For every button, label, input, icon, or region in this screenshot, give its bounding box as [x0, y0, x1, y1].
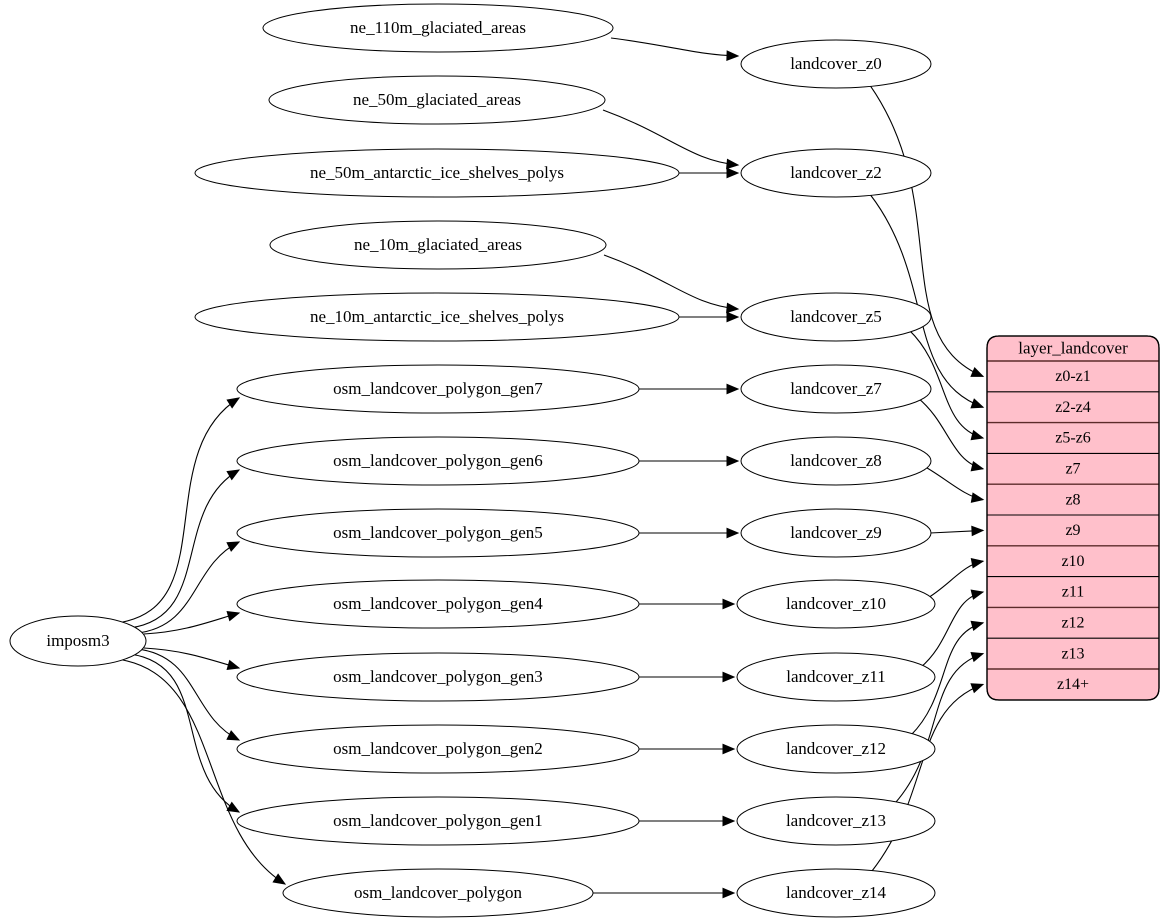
- table-row-label: z9: [1065, 522, 1080, 539]
- edge-ne_110m_glaciated_areas-to-landcover_z0: [610, 37, 739, 57]
- node-label-imposm3: imposm3: [46, 631, 109, 650]
- node-label-osm_landcover_polygon: osm_landcover_polygon: [354, 883, 523, 902]
- node-label-landcover_z9: landcover_z9: [790, 523, 882, 542]
- node-label-landcover_z7: landcover_z7: [790, 379, 882, 398]
- node-osm_landcover_polygon_gen7[interactable]: osm_landcover_polygon_gen7: [236, 364, 640, 414]
- node-osm_landcover_polygon_gen4[interactable]: osm_landcover_polygon_gen4: [236, 579, 640, 629]
- node-ne_50m_glaciated_areas[interactable]: ne_50m_glaciated_areas: [268, 75, 606, 125]
- table-row-z12[interactable]: z12: [987, 607, 1159, 638]
- edge-imposm3-to-osm_landcover_polygon: [117, 658, 286, 885]
- node-ne_110m_glaciated_areas[interactable]: ne_110m_glaciated_areas: [262, 3, 614, 53]
- table-row-label: z7: [1065, 460, 1080, 477]
- node-osm_landcover_polygon[interactable]: osm_landcover_polygon: [282, 868, 594, 918]
- table-row-label: z14+: [1057, 676, 1089, 693]
- table-row-label: z8: [1065, 491, 1080, 508]
- edge-imposm3-to-osm_landcover_polygon_gen7: [117, 397, 240, 624]
- node-label-ne_110m_glaciated_areas: ne_110m_glaciated_areas: [350, 18, 526, 37]
- node-landcover_z2[interactable]: landcover_z2: [740, 148, 932, 198]
- layer-landcover-table: layer_landcover z0-z1 z2-z4 z5-z6 z7 z8 z9 z10 z…: [986, 335, 1160, 701]
- node-landcover_z14[interactable]: landcover_z14: [736, 868, 936, 918]
- edge-ne_10m_glaciated_areas-to-landcover_z5: [603, 254, 739, 310]
- edge-imposm3-to-osm_landcover_polygon_gen1: [129, 653, 240, 813]
- table-row-z10[interactable]: z10: [987, 546, 1159, 577]
- node-label-landcover_z12: landcover_z12: [786, 739, 886, 758]
- node-landcover_z8[interactable]: landcover_z8: [740, 436, 932, 486]
- node-label-osm_landcover_polygon_gen6: osm_landcover_polygon_gen6: [333, 451, 543, 470]
- node-label-landcover_z5: landcover_z5: [790, 307, 882, 326]
- node-label-landcover_z8: landcover_z8: [790, 451, 882, 470]
- node-label-osm_landcover_polygon_gen7: osm_landcover_polygon_gen7: [333, 379, 543, 398]
- edge-landcover_z12-to-table-row-8: [910, 622, 984, 736]
- node-ne_10m_glaciated_areas[interactable]: ne_10m_glaciated_areas: [269, 220, 607, 270]
- node-osm_landcover_polygon_gen6[interactable]: osm_landcover_polygon_gen6: [236, 436, 640, 486]
- edge-imposm3-to-osm_landcover_polygon_gen2: [135, 648, 240, 741]
- node-landcover_z11[interactable]: landcover_z11: [736, 652, 936, 702]
- node-label-osm_landcover_polygon_gen1: osm_landcover_polygon_gen1: [333, 811, 543, 830]
- node-label-landcover_z11: landcover_z11: [786, 667, 885, 686]
- node-landcover_z9[interactable]: landcover_z9: [740, 508, 932, 558]
- edge-imposm3-to-osm_landcover_polygon_gen6: [129, 469, 240, 629]
- table-row-label: z0-z1: [1055, 368, 1091, 385]
- node-label-ne_10m_antarctic_ice_shelves_polys: ne_10m_antarctic_ice_shelves_polys: [310, 307, 564, 326]
- edge-imposm3-to-osm_landcover_polygon_gen3: [143, 647, 240, 669]
- node-label-ne_50m_glaciated_areas: ne_50m_glaciated_areas: [353, 90, 521, 109]
- node-label-landcover_z10: landcover_z10: [786, 594, 886, 613]
- node-osm_landcover_polygon_gen3[interactable]: osm_landcover_polygon_gen3: [236, 652, 640, 702]
- node-label-osm_landcover_polygon_gen3: osm_landcover_polygon_gen3: [333, 667, 543, 686]
- table-row-label: z5-z6: [1055, 430, 1091, 447]
- node-osm_landcover_polygon_gen1[interactable]: osm_landcover_polygon_gen1: [236, 796, 640, 846]
- table-row-z9[interactable]: z9: [987, 515, 1159, 546]
- node-landcover_z0[interactable]: landcover_z0: [740, 39, 932, 89]
- node-label-osm_landcover_polygon_gen5: osm_landcover_polygon_gen5: [333, 523, 543, 542]
- table-row-z2-z4[interactable]: z2-z4: [987, 392, 1159, 423]
- edge-landcover_z5-to-table-row-2: [908, 329, 984, 439]
- node-ne_10m_antarctic_ice_shelves_polys[interactable]: ne_10m_antarctic_ice_shelves_polys: [194, 292, 680, 342]
- edge-landcover_z13-to-table-row-9: [894, 653, 984, 804]
- table-row-label: z10: [1061, 553, 1084, 570]
- table-row-z14+[interactable]: z14+: [987, 669, 1159, 700]
- nodes-layer: ne_110m_glaciated_areas ne_50m_glaciated_…: [9, 3, 936, 918]
- table-outline: [986, 335, 1160, 701]
- node-label-landcover_z14: landcover_z14: [786, 883, 887, 902]
- node-label-landcover_z13: landcover_z13: [786, 811, 886, 830]
- table-row-z11[interactable]: z11: [987, 577, 1159, 608]
- node-label-landcover_z0: landcover_z0: [790, 54, 882, 73]
- node-label-osm_landcover_polygon_gen4: osm_landcover_polygon_gen4: [333, 594, 543, 613]
- node-osm_landcover_polygon_gen2[interactable]: osm_landcover_polygon_gen2: [236, 724, 640, 774]
- edge-imposm3-to-osm_landcover_polygon_gen5: [135, 541, 240, 634]
- node-ne_50m_antarctic_ice_shelves_polys[interactable]: ne_50m_antarctic_ice_shelves_polys: [194, 148, 680, 198]
- edge-ne_50m_glaciated_areas-to-landcover_z2: [602, 109, 739, 166]
- node-landcover_z12[interactable]: landcover_z12: [736, 724, 936, 774]
- node-label-ne_50m_antarctic_ice_shelves_polys: ne_50m_antarctic_ice_shelves_polys: [310, 163, 564, 182]
- node-label-landcover_z2: landcover_z2: [790, 163, 882, 182]
- node-landcover_z13[interactable]: landcover_z13: [736, 796, 936, 846]
- table-row-label: z13: [1061, 645, 1084, 662]
- table-row-z7[interactable]: z7: [987, 453, 1159, 484]
- node-landcover_z5[interactable]: landcover_z5: [740, 292, 932, 342]
- table-row-z5-z6[interactable]: z5-z6: [987, 423, 1159, 454]
- node-label-osm_landcover_polygon_gen2: osm_landcover_polygon_gen2: [333, 739, 543, 758]
- table-header-label: layer_landcover: [1018, 338, 1128, 357]
- node-osm_landcover_polygon_gen5[interactable]: osm_landcover_polygon_gen5: [236, 508, 640, 558]
- table-row-z0-z1[interactable]: z0-z1: [987, 361, 1159, 392]
- table-row-z13[interactable]: z13: [987, 638, 1159, 669]
- table-row-z8[interactable]: z8: [987, 484, 1159, 515]
- node-landcover_z10[interactable]: landcover_z10: [736, 579, 936, 629]
- node-imposm3[interactable]: imposm3: [9, 615, 147, 667]
- edge-imposm3-to-osm_landcover_polygon_gen4: [143, 612, 240, 635]
- table-row-label: z11: [1062, 584, 1085, 601]
- table-row-label: z2-z4: [1055, 399, 1091, 416]
- node-landcover_z7[interactable]: landcover_z7: [740, 364, 932, 414]
- table-row-label: z12: [1061, 614, 1084, 631]
- node-label-ne_10m_glaciated_areas: ne_10m_glaciated_areas: [354, 235, 522, 254]
- edge-landcover_z0-to-table-row-0: [869, 85, 984, 377]
